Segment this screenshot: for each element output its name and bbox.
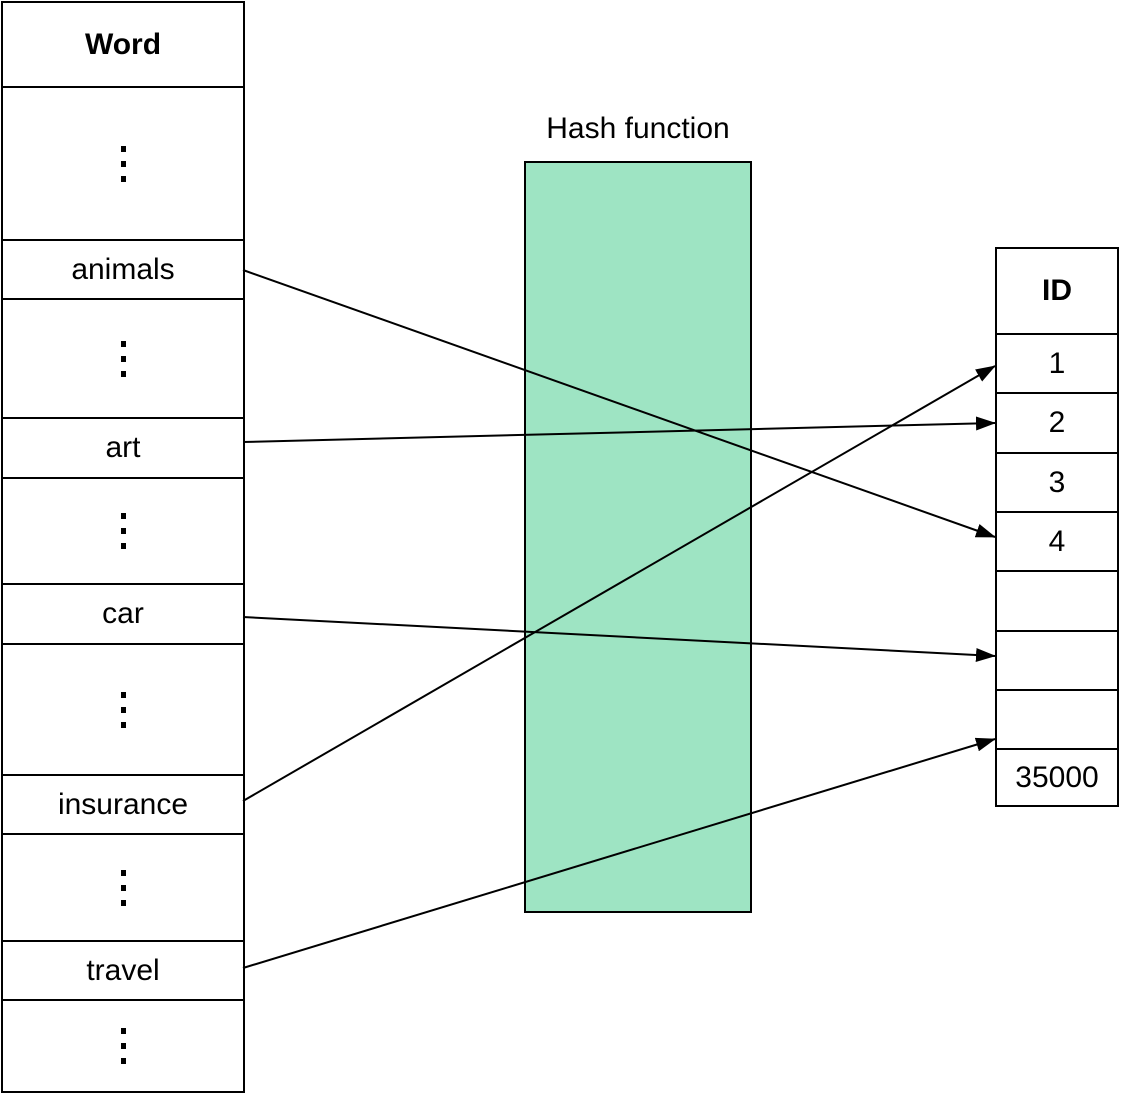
id-header: ID (1042, 274, 1072, 307)
hash-function-label: Hash function (546, 112, 730, 145)
id-row: 35000 (997, 748, 1117, 805)
word-header: Word (84, 27, 162, 61)
id-table: ID 1 2 3 4 35000 (995, 247, 1119, 807)
id-row (997, 689, 1117, 748)
id-row: 3 (997, 452, 1117, 511)
id-row (997, 630, 1117, 689)
word-row-art: art (3, 417, 243, 477)
ellipsis-row (3, 999, 243, 1091)
ellipsis-row (3, 643, 243, 774)
hash-function-box (524, 161, 752, 913)
id-row: 2 (997, 392, 1117, 452)
word-table: Word animals art car insurance travel (1, 1, 245, 1093)
ellipsis-row (3, 298, 243, 417)
word-row-travel: travel (3, 940, 243, 999)
word-row-insurance: insurance (3, 774, 243, 833)
ellipsis-row (3, 833, 243, 940)
word-row-animals: animals (3, 239, 243, 298)
ellipsis-row (3, 86, 243, 239)
ellipsis-row (3, 477, 243, 583)
id-row: 4 (997, 511, 1117, 570)
id-row: 1 (997, 333, 1117, 392)
word-row-car: car (3, 583, 243, 643)
id-row (997, 570, 1117, 630)
